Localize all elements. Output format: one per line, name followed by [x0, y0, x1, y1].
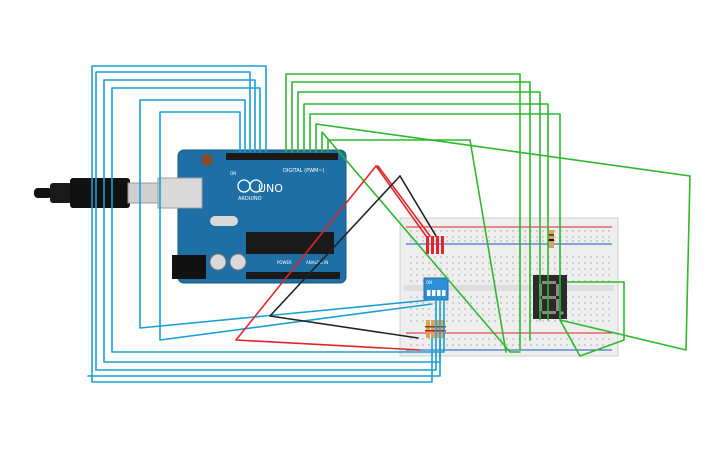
dip-toggle-3[interactable] [437, 290, 441, 296]
wire-green-11 [303, 103, 549, 321]
analog-label: ANALOG IN [306, 260, 328, 265]
wire-green-10 [297, 91, 541, 321]
dip-toggle-4[interactable] [442, 290, 446, 296]
on-led-label: ON [230, 171, 236, 176]
analog-header [246, 272, 340, 279]
arduino-board: UNO ARDUINO DIGITAL (PWM~) POWER ANALOG … [157, 149, 347, 284]
rail-jumper-4 [441, 236, 444, 254]
dip-on-label: ON [426, 280, 432, 285]
wire-green-13 [315, 123, 691, 351]
usb-cable [34, 178, 161, 208]
wire-blue-1 [95, 71, 437, 371]
seven-segment-display [533, 275, 567, 319]
wire-green-16 [559, 281, 625, 357]
wire-black-20 [269, 175, 419, 339]
dip-switch[interactable]: ON [423, 277, 449, 301]
rail-jumper-2 [431, 236, 434, 254]
dip-toggle-1[interactable] [427, 290, 431, 296]
atmega-chip [246, 232, 334, 254]
wire-green-14 [321, 131, 521, 353]
capacitor-2 [229, 253, 247, 271]
wire-green-9 [291, 81, 531, 341]
wire-blue-7 [87, 339, 441, 377]
wire-green-8 [285, 73, 521, 351]
wire-blue-6 [91, 65, 433, 383]
usb-port [157, 177, 203, 209]
wire-green-12 [309, 113, 561, 321]
wire-red-19 [377, 165, 431, 237]
wire-blue-5 [159, 111, 433, 341]
power-label: POWER [277, 260, 292, 265]
wire-green-15 [327, 139, 507, 353]
wire-black-21 [399, 175, 437, 237]
wire-red-17 [235, 165, 421, 351]
digital-label: DIGITAL (PWM~) [283, 168, 325, 174]
rail-jumper-1 [426, 236, 429, 254]
crystal [210, 216, 238, 226]
board-brand: ARDUINO [238, 196, 262, 202]
wire-blue-4 [139, 99, 431, 329]
digital-header [226, 153, 338, 160]
dip-toggle-2[interactable] [432, 290, 436, 296]
reset-button[interactable] [202, 155, 212, 165]
board-model: UNO [258, 182, 283, 195]
wires [87, 65, 691, 383]
display-resistor [548, 230, 554, 248]
wire-blue-3 [111, 87, 445, 353]
logo-loop-right [249, 179, 263, 193]
wire-red-18 [375, 165, 427, 237]
capacitor-1 [209, 253, 227, 271]
power-jack [172, 255, 206, 279]
rail-jumper-3 [436, 236, 439, 254]
